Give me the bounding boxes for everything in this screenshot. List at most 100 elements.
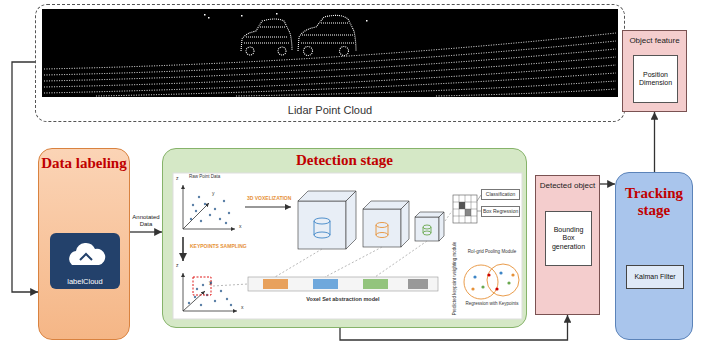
illustration-label: z: [176, 263, 179, 269]
projection-line: [213, 284, 248, 286]
roi-grid: [499, 271, 502, 274]
stray-points: [241, 15, 243, 17]
roi-grid: [487, 264, 519, 296]
node-title: Data labeling: [39, 155, 129, 172]
lidar-panel: Lidar Point Cloud: [35, 4, 625, 122]
process-box: Bounding Box generation: [545, 211, 592, 266]
illustration-label: x: [241, 305, 244, 311]
connector-arrow: [600, 183, 615, 184]
axes: [183, 291, 205, 311]
voxel-cylinder: [376, 233, 388, 238]
node-title: Detection stage: [163, 152, 526, 169]
roi-grid: [511, 273, 514, 276]
node-label: labelCloud: [53, 277, 117, 286]
output-box: Classification: [481, 189, 520, 200]
result-box: Bounding Box generation Detected object: [535, 175, 600, 315]
scatter-points: [196, 288, 198, 290]
output-box: Box Regression: [481, 206, 520, 217]
roi-grid: [464, 264, 519, 299]
illustration-label: RoI-grid Pooling Module: [463, 250, 521, 255]
projection-line: [325, 247, 382, 277]
scatter-points: [219, 218, 221, 220]
tool-logo: labelCloud: [50, 233, 120, 289]
scatter-points: [204, 203, 206, 205]
voxel-cylinder: [376, 223, 388, 228]
scatter-points: [223, 200, 225, 202]
scatter-points: [214, 300, 216, 302]
axes: [183, 203, 209, 229]
road-points: [44, 49, 616, 81]
projection-line: [375, 241, 427, 277]
bev-grid: [465, 209, 471, 216]
car-points: [301, 23, 354, 43]
node-label: Lidar Point Cloud: [36, 104, 624, 117]
illustration-label: x: [239, 224, 242, 230]
car-points: [241, 15, 356, 55]
feature-bar: [263, 279, 288, 289]
point-cloud-ground: [42, 9, 618, 97]
scatter-points: [198, 196, 200, 198]
voxel-cylinder: [314, 232, 330, 238]
stray-points: [204, 13, 368, 22]
voxel-cylinder: [423, 225, 431, 229]
node-label: Kalman Filter: [629, 273, 681, 281]
stage-box: Kalman Filter Tracking stage: [615, 172, 693, 340]
connector-arrow: [654, 112, 655, 172]
illustration-label: KEYPOINTS SAMPLING: [190, 244, 247, 250]
node-label: Position Dimension: [637, 71, 674, 88]
voxel-cylinder: [423, 227, 431, 233]
roi-grid: [471, 287, 474, 290]
scatter-points: [230, 304, 232, 306]
voxel-cube: [298, 191, 444, 249]
car-points: [278, 47, 286, 55]
process-box: Position Dimension: [633, 55, 678, 103]
scatter-points: [202, 284, 204, 286]
car-points: [246, 47, 254, 55]
sampling-window: [193, 277, 211, 295]
illustration-label: y: [212, 191, 215, 197]
voxel-cube: [415, 217, 439, 241]
process-arrow: [245, 206, 291, 207]
roi-grid: [481, 285, 484, 288]
scatter-points: [225, 222, 227, 224]
scatter-points: [195, 210, 197, 212]
illustration-label: y: [209, 280, 212, 286]
car-points: [304, 47, 313, 56]
axes: [183, 273, 184, 311]
scatter-points: [228, 212, 230, 214]
stage-box: ClassificationBox Regression Detection st…: [162, 148, 527, 328]
bev-grid: [453, 195, 477, 223]
roi-grid: [464, 265, 498, 299]
node-title: Object feature: [623, 36, 686, 45]
illustration-panel: [173, 173, 522, 319]
bev-grid: [453, 195, 477, 223]
illustration-label: Predicted keypoint weighting module: [453, 239, 458, 317]
bev-grid: [453, 195, 481, 223]
scatter-points: [192, 204, 194, 206]
feature-bar: [363, 279, 388, 289]
scatter-points: [188, 302, 190, 304]
feature-bar: [408, 279, 428, 289]
scatter-points: [226, 298, 228, 300]
roi-grid: [487, 273, 490, 276]
voxel-cube: [401, 201, 409, 247]
feature-bar: [248, 277, 438, 291]
voxel-cube: [363, 209, 401, 247]
projection-line: [213, 211, 452, 286]
node-label: Box Regression: [483, 209, 518, 215]
scatter-points: [194, 296, 196, 298]
node-title: Detected object: [536, 181, 599, 190]
illustration-label: z: [176, 176, 179, 182]
voxel-cylinder: [314, 218, 431, 238]
node-label: Classification: [483, 192, 518, 198]
feature-bar: [313, 279, 338, 289]
roi-grid: [507, 281, 510, 284]
voxel-cube: [346, 191, 356, 249]
stray-points: [366, 20, 368, 22]
stage-box: labelCloud Data labeling: [38, 148, 130, 340]
voxel-cube: [439, 212, 444, 241]
cloud-symbol: [69, 243, 105, 265]
node-title: Tracking stage: [616, 185, 692, 220]
scatter-points: [190, 218, 192, 220]
